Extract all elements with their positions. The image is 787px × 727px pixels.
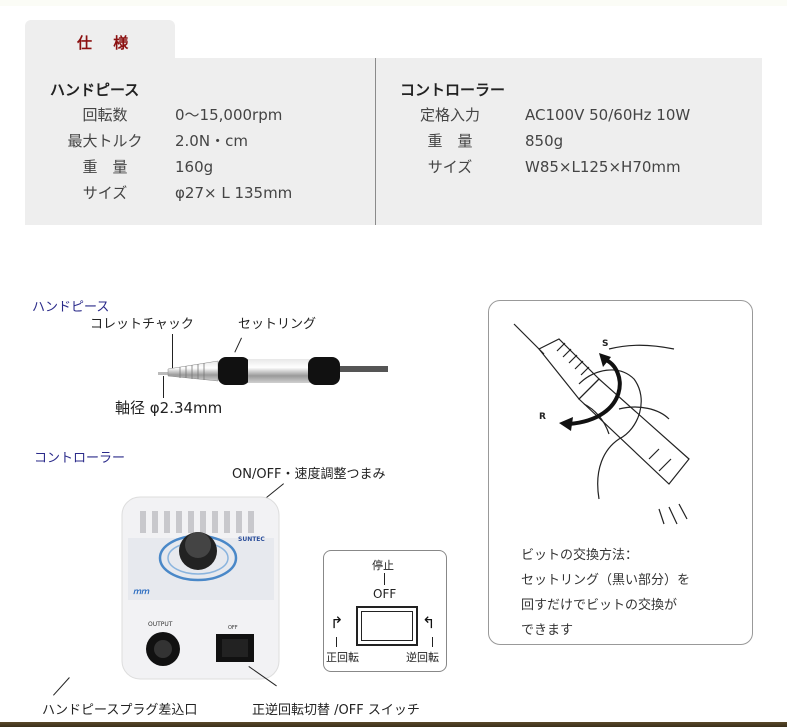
stop-label: 停止 (372, 559, 394, 572)
off-label: OFF (373, 587, 397, 601)
svg-text:ｍｍ: ｍｍ (133, 587, 150, 596)
reverse-label: 逆回転 (406, 651, 439, 664)
controller-figure-title: コントローラー (34, 451, 126, 466)
switch-rocker (356, 606, 418, 646)
spec-key: サイズ (427, 158, 473, 176)
svg-text:S: S (602, 339, 608, 349)
handpiece-image (158, 357, 388, 385)
bit-change-line: 回すだけでビットの交換が (521, 598, 678, 613)
controller-spec-title: コントローラー (400, 81, 506, 99)
spec-panel: ハンドピース 回転数 0～15,000rpm 最大トルク 2.0N・cm 重 量… (25, 58, 762, 225)
svg-text:OUTPUT: OUTPUT (148, 621, 173, 628)
spec-key: 重 量 (82, 158, 128, 176)
handpiece-spec-title: ハンドピース (50, 81, 140, 99)
spec-key: サイズ (82, 184, 128, 202)
stop-tick (384, 573, 385, 585)
forward-rotation-icon: ↱ (330, 613, 344, 632)
spec-key: 回転数 (82, 106, 128, 124)
bit-change-line: セットリング（黒い部分）を (521, 573, 691, 588)
spec-value: 0～15,000rpm (175, 106, 283, 124)
spec-value: AC100V 50/60Hz 10W (525, 106, 691, 124)
switch-diagram: 停止 OFF ↱ ↰ 正回転 逆回転 (323, 550, 447, 672)
top-strip (0, 0, 787, 6)
spec-value: 850g (525, 132, 564, 150)
shaft-diameter-label: 軸径 φ2.34mm (115, 399, 223, 417)
spec-key: 重 量 (427, 132, 473, 150)
bit-change-line: できます (521, 623, 574, 638)
spec-value: φ27× L 135mm (175, 184, 293, 202)
spec-value: W85×L125×H70mm (525, 158, 681, 176)
svg-text:SUNTEC: SUNTEC (238, 536, 265, 543)
spec-value: 160g (175, 158, 214, 176)
switch-label: 正逆回転切替 /OFF スイッチ (252, 703, 420, 718)
handpiece-figure-title: ハンドピース (32, 300, 110, 315)
footer-bar (0, 722, 787, 727)
spec-tab[interactable]: 仕 様 (25, 20, 175, 60)
plug-leader-line (53, 677, 70, 696)
forward-label: 正回転 (326, 651, 359, 664)
reverse-rotation-icon: ↰ (422, 613, 436, 632)
controller-image: SUNTEC ｍｍ OUTPUT OFF (121, 496, 280, 680)
svg-text:R: R (539, 412, 546, 422)
bit-change-line: ビットの交換方法： (521, 548, 639, 563)
bit-change-box: S R ビットの交換方法： セットリング（黒い部分）を 回すだけでビットの交換が… (488, 300, 753, 645)
spec-tab-label: 仕 様 (77, 34, 137, 52)
plug-port-label: ハンドピースプラグ差込口 (42, 703, 198, 718)
spec-value: 2.0N・cm (175, 132, 248, 150)
bit-change-illustration: S R (513, 323, 690, 525)
column-divider (375, 58, 376, 225)
collet-chuck-label: コレットチャック (90, 317, 194, 332)
svg-text:OFF: OFF (228, 625, 238, 631)
knob-label: ON/OFF・速度調整つまみ (232, 467, 386, 482)
set-ring-label: セットリング (238, 317, 317, 332)
spec-key: 最大トルク (67, 132, 143, 150)
spec-key: 定格入力 (419, 106, 480, 124)
